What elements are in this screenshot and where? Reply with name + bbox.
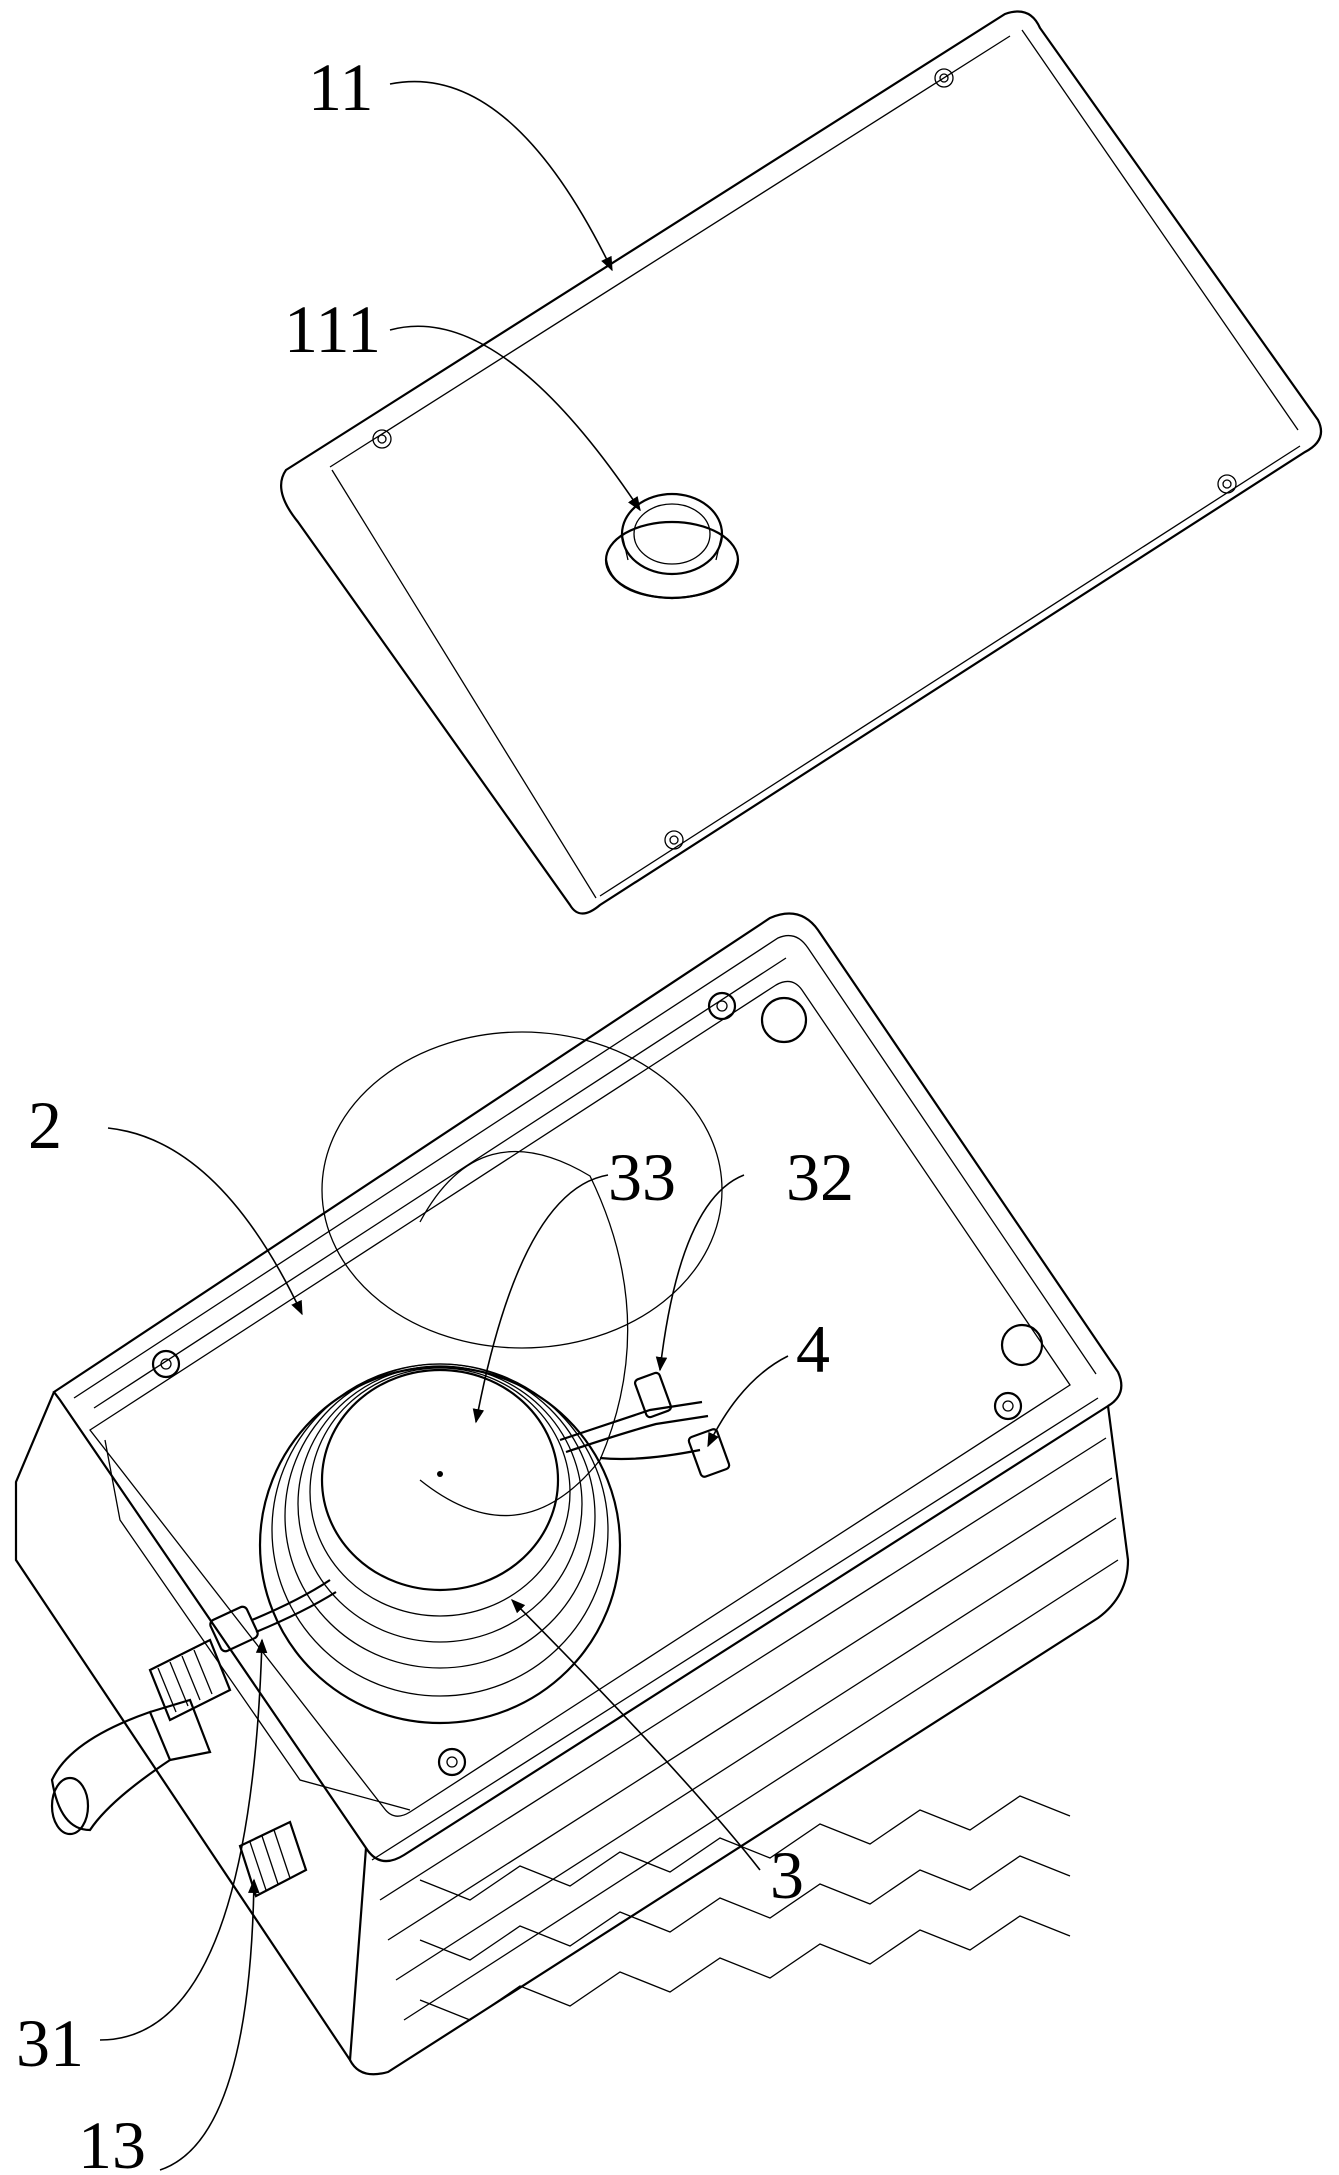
label-111: 111 <box>284 291 381 367</box>
label-11: 11 <box>308 49 373 125</box>
leader-lines <box>99 80 789 2171</box>
housing <box>14 912 1130 2076</box>
label-4: 4 <box>796 1311 830 1387</box>
outlet-fitting <box>633 1371 731 1478</box>
cover-screw-holes <box>372 68 1237 850</box>
label-33: 33 <box>608 1139 676 1215</box>
inlet-fitting <box>209 1605 259 1653</box>
label-3: 3 <box>770 1837 804 1913</box>
cover-port <box>604 492 740 600</box>
vent-grille <box>371 1397 1119 2021</box>
label-13: 13 <box>78 2107 146 2175</box>
callout-labels: 11 111 2 33 32 4 3 31 13 <box>16 49 854 2175</box>
cover-plate <box>280 10 1323 915</box>
label-32: 32 <box>786 1139 854 1215</box>
heating-coil <box>251 1031 723 1725</box>
label-2: 2 <box>28 1087 62 1163</box>
external-connectors <box>50 1638 308 1898</box>
label-31: 31 <box>16 2005 84 2081</box>
housing-screw-bosses <box>151 991 1044 1777</box>
